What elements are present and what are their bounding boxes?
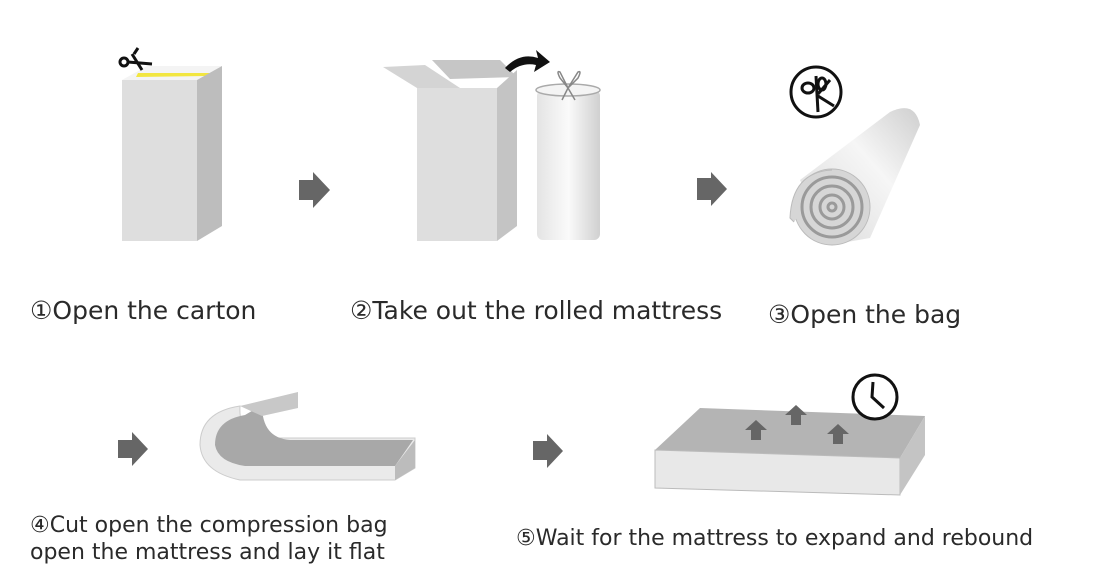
step-4-caption-line-2: open the mattress and lay it flat [30,540,385,565]
no-scissors-icon [789,65,843,119]
curved-arrow-icon [505,50,550,72]
arrow-right-icon [118,432,148,466]
expanding-mattress [654,408,925,496]
tape-strip [136,73,210,77]
step-5-caption: ⑤Wait for the mattress to expand and reb… [516,526,1034,551]
step-4-caption: ④Cut open the compression bag open the m… [30,512,388,566]
mattress-roll [789,108,920,246]
step-4-caption-line-1: ④Cut open the compression bag [30,513,388,538]
clock-icon [851,373,899,421]
carton-closed [122,66,222,241]
scissors-icon [118,47,153,71]
step-2-caption: ②Take out the rolled mattress [350,296,723,325]
arrow-right-icon [299,172,330,208]
rolled-mattress [535,70,601,240]
bow-icon [557,70,581,101]
carton-open [383,60,517,241]
arrow-up-icon [745,405,849,444]
step-1-caption: ①Open the carton [30,296,257,325]
arrow-right-icon [533,434,563,468]
arrow-right-icon [697,172,727,206]
unrolling-mattress [199,392,416,481]
step-3-caption: ③Open the bag [768,300,962,329]
